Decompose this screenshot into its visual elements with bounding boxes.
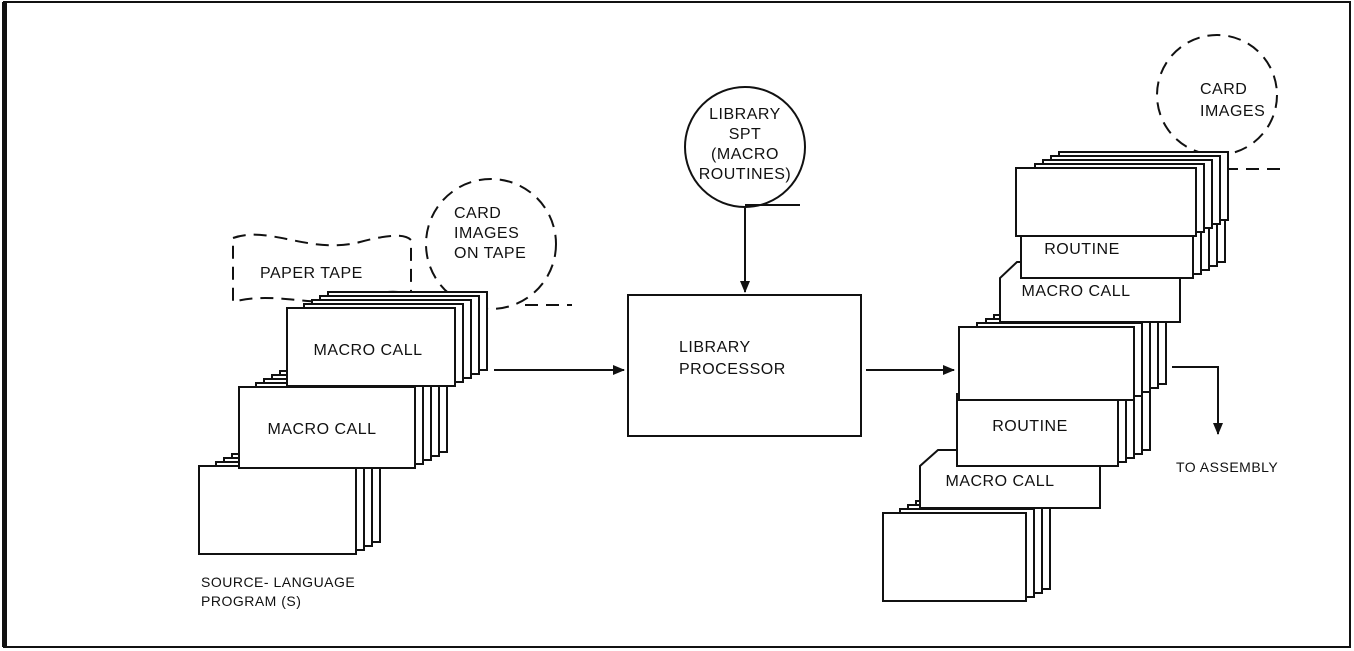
card-images-line-1: CARD [1200,81,1247,98]
card-stack: MACRO CALL [287,292,487,386]
output-card-label: ROUTINE [992,418,1068,435]
card-images-on-tape-line-1: CARD [454,205,501,222]
frame-left-edge [2,2,7,647]
source-program-line-1: SOURCE- LANGUAGE [201,574,355,590]
card-images-line-2: IMAGES [1200,103,1265,120]
to-assembly-label: TO ASSEMBLY [1176,459,1278,475]
processor-line-1: LIBRARY [679,339,751,356]
library-spt-line-4: ROUTINES) [699,166,792,183]
output-card-label: MACRO CALL [945,473,1054,490]
source-card-label: MACRO CALL [267,421,376,438]
card-images: CARD IMAGES [1157,35,1284,169]
source-deck: MACRO CALL MACRO CALL [199,292,487,554]
card-stack [883,501,1050,601]
output-card-label: ROUTINE [1044,241,1120,258]
output-card-label: MACRO CALL [1021,283,1130,300]
library-processor-box: LIBRARY PROCESSOR [628,295,861,436]
card-images-on-tape: CARD IMAGES ON TAPE [426,179,572,309]
source-program-line-2: PROGRAM (S) [201,593,301,609]
library-spt-tape: LIBRARY SPT (MACRO ROUTINES) [685,87,805,207]
output-deck: MACRO CALL ROUTINE MACRO CALL [883,152,1228,601]
card-stack [959,311,1166,400]
card-stack [1016,152,1228,236]
card-images-on-tape-line-3: ON TAPE [454,245,526,262]
library-spt-line-1: LIBRARY [709,106,781,123]
card-images-on-tape-line-2: IMAGES [454,225,519,242]
processor-line-2: PROCESSOR [679,361,786,378]
library-spt-line-2: SPT [729,126,762,143]
source-card-label: MACRO CALL [313,342,422,359]
library-spt-line-3: (MACRO [711,146,779,163]
to-assembly-arrow [1172,367,1218,434]
paper-tape-label: PAPER TAPE [260,265,363,282]
